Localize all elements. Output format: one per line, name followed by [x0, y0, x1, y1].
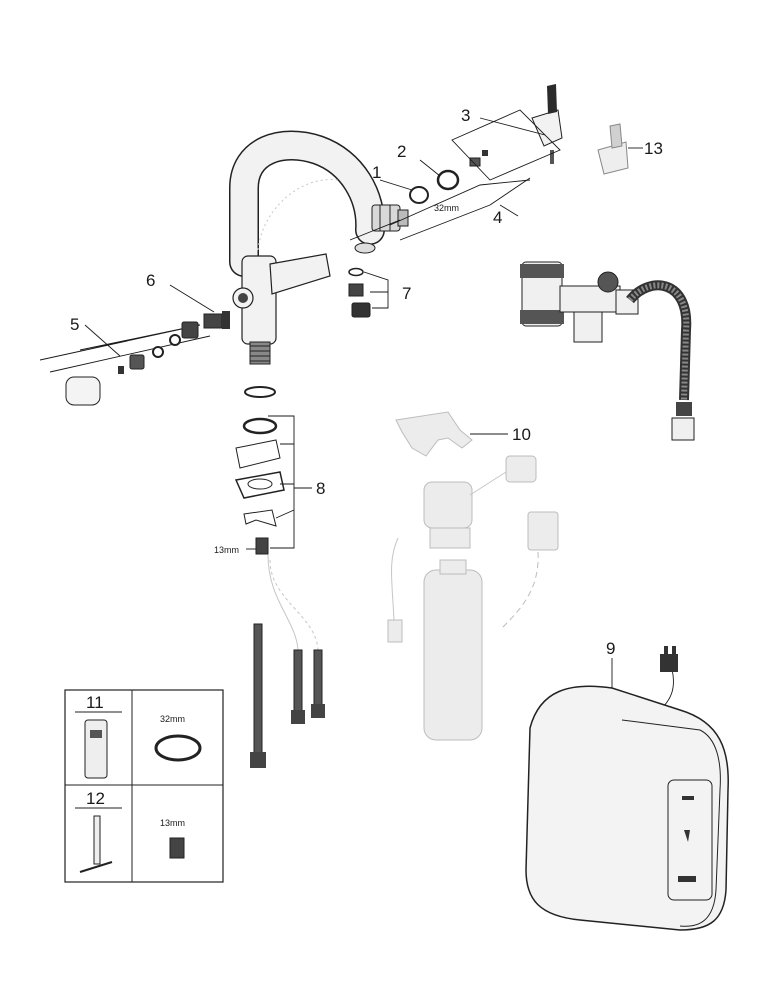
nut-2	[436, 169, 460, 191]
label-8: 8	[316, 479, 325, 498]
tool-11	[84, 719, 108, 779]
lever-cartridge-group	[349, 84, 563, 241]
knob-5	[65, 376, 101, 406]
label-12: 12	[86, 789, 105, 808]
dim-tool-11: 32mm	[160, 714, 185, 724]
part-13-lever-insert	[597, 123, 643, 175]
hose-3	[313, 649, 323, 707]
hose-1	[253, 623, 263, 755]
dim-hose-nipple: 13mm	[214, 545, 239, 555]
label-7: 7	[402, 284, 411, 303]
label-5: 5	[70, 315, 79, 334]
mounting-set-part-8	[234, 386, 312, 555]
filter-assembly	[387, 411, 559, 741]
lever-handle	[531, 109, 563, 147]
valve-part-6	[169, 284, 230, 329]
angle-valve-assembly	[520, 261, 695, 441]
ring-1	[409, 186, 429, 204]
label-13: 13	[644, 139, 663, 158]
filter-cartridge	[423, 569, 483, 741]
label-4: 4	[493, 208, 502, 227]
nipple-13mm	[169, 837, 185, 859]
tool-12	[93, 815, 101, 865]
label-9: 9	[606, 639, 615, 658]
nut-32mm	[154, 734, 202, 762]
label-11: 11	[86, 693, 104, 712]
tank-control-panel	[667, 779, 713, 901]
hose-2	[293, 649, 303, 713]
label-10: 10	[512, 425, 531, 444]
aerator-parts	[348, 267, 389, 318]
label-6: 6	[146, 271, 155, 290]
boiler-tank-9	[525, 646, 729, 931]
knob-part-5	[39, 321, 211, 406]
tools-box	[64, 689, 224, 883]
label-3: 3	[461, 106, 470, 125]
label-2: 2	[397, 142, 406, 161]
label-1: 1	[372, 163, 381, 182]
faucet-assembly	[229, 130, 386, 365]
cartridge	[371, 204, 401, 232]
dim-cartridge-nut: 32mm	[434, 203, 459, 213]
mounting-bracket-10	[395, 411, 473, 457]
dim-tool-12: 13mm	[160, 818, 185, 828]
faucet-hoses	[250, 554, 325, 768]
lever-housing	[269, 253, 331, 295]
